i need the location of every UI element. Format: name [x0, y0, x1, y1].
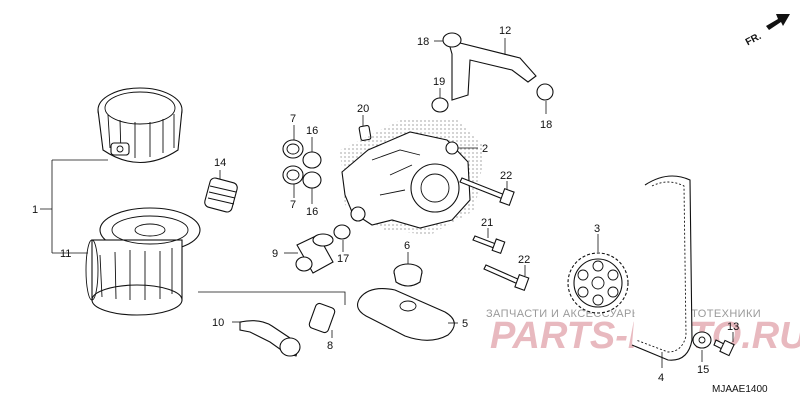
sprocket-3: 3 [567, 223, 629, 314]
callout-10: 10 [212, 317, 224, 329]
callout-22-bottom: 22 [518, 254, 530, 266]
callout-1: 1 [32, 204, 38, 216]
callout-7-bottom: 7 [290, 199, 296, 211]
callout-18-top: 18 [417, 36, 429, 48]
cap-6: 6 [393, 240, 423, 287]
callout-12: 12 [499, 25, 511, 37]
callout-4: 4 [658, 372, 664, 384]
drive-chain-4: 4 [631, 175, 693, 384]
washer-15-bolt-13: 15 13 [692, 321, 739, 376]
dowel-20: 20 [357, 103, 372, 141]
front-label: FR. [744, 31, 764, 48]
callout-7-top: 7 [290, 113, 296, 125]
bolts: 22 21 22 [459, 170, 530, 291]
oil-filter-group: 1 11 [32, 87, 201, 316]
callout-17: 17 [337, 253, 349, 265]
callout-5: 5 [462, 318, 468, 330]
callout-20: 20 [357, 103, 369, 115]
callout-13: 13 [727, 321, 739, 333]
callout-21: 21 [481, 217, 493, 229]
oil-pump-body: 2 [340, 118, 488, 235]
screen-5: 5 [357, 288, 468, 341]
rings-7-16: 7 7 16 16 [282, 113, 322, 218]
watermark-subtitle: ЗАПЧАСТИ И АКСЕССУАРЫ ДЛЯ МОТОТЕХНИКИ [486, 308, 761, 320]
callout-2: 2 [482, 143, 488, 155]
callout-16-bottom: 16 [306, 206, 318, 218]
oil-filter-drawing [85, 207, 201, 316]
o-ring-17: 17 [333, 224, 351, 265]
callout-16-top: 16 [306, 125, 318, 137]
filter-cap-drawing [97, 87, 183, 164]
callout-9: 9 [272, 248, 278, 260]
callout-15: 15 [697, 364, 709, 376]
strainer-14: 14 [204, 157, 238, 213]
callout-22-top: 22 [500, 170, 512, 182]
callout-18-bottom: 18 [540, 119, 552, 131]
diagram-code: MJAAE1400 [712, 384, 768, 395]
oil-pipe-12: 12 18 19 18 [417, 25, 554, 131]
callout-14: 14 [214, 157, 226, 169]
front-arrow-icon [766, 14, 790, 30]
callout-6: 6 [404, 240, 410, 252]
callout-11: 11 [60, 248, 71, 260]
callout-19: 19 [433, 76, 445, 88]
callout-3: 3 [594, 223, 600, 235]
front-direction-indicator: FR. [744, 14, 790, 48]
callout-8: 8 [327, 340, 333, 352]
sub-assembly-10-8: 10 8 [198, 291, 346, 357]
part-9: 9 [272, 233, 334, 274]
